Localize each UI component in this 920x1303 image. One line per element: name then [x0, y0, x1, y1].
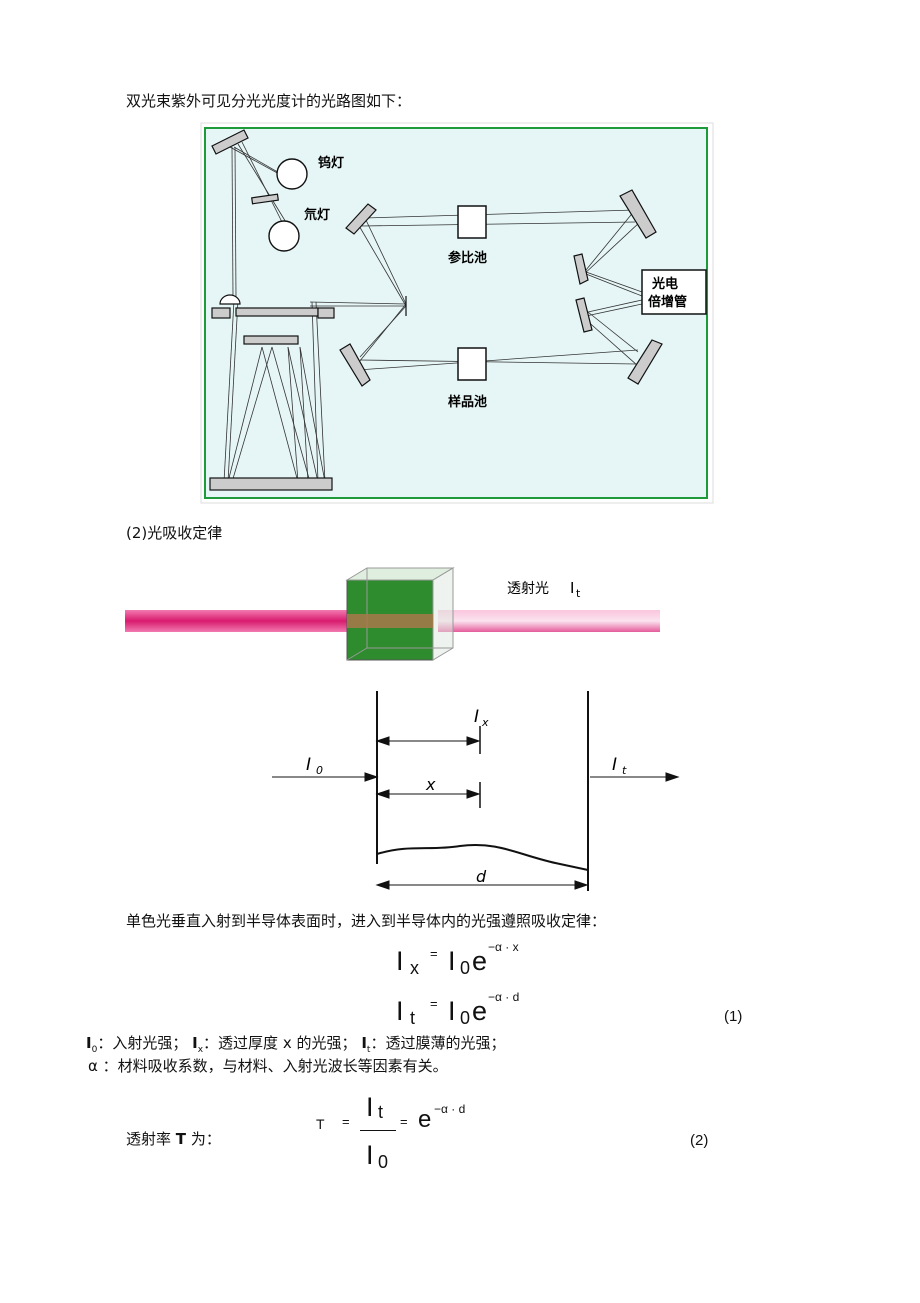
intro-text: 双光束紫外可见分光光度计的光路图如下：: [126, 92, 412, 110]
eq2-e: e: [472, 996, 488, 1026]
ix-label: I: [474, 707, 479, 727]
legend-ix-desc2: 的光强；: [296, 1034, 357, 1052]
legend-i0: I: [86, 1034, 92, 1052]
equation-ix: I x = I 0 e −α · x: [396, 940, 566, 984]
beam-illustration: 透射光 I t: [125, 567, 660, 661]
sample-cell-label: 样品池: [448, 394, 487, 410]
eq1-lhs-sub: x: [410, 958, 419, 978]
reference-cell: [457, 205, 487, 239]
reference-cell-label: 参比池: [448, 250, 487, 266]
it-subscript: t: [576, 587, 581, 600]
eq2-rhs: I: [448, 996, 456, 1026]
eq1-lhs: I: [396, 946, 404, 976]
tf-lhs: T: [316, 1116, 325, 1132]
it-sub: t: [622, 764, 627, 777]
transmittance-formula: T = I t I 0 = e −α · d: [312, 1092, 502, 1172]
tf-equals-2: =: [400, 1114, 408, 1129]
legend-ix-sub: x: [197, 1045, 204, 1055]
legend-ix: I: [192, 1034, 198, 1052]
transmittance-symbol: T: [175, 1130, 187, 1148]
transmittance-end: 为：: [190, 1130, 221, 1148]
eq1-rhs: I: [448, 946, 456, 976]
section-title: (2)光吸收定律: [126, 524, 223, 542]
legend-line-1: I0：入射光强； Ix：透过厚度 x 的光强； It：透过膜薄的光强；: [86, 1034, 505, 1059]
legend-i0-desc: ：入射光强；: [97, 1034, 188, 1052]
eq2-equals: =: [430, 996, 438, 1011]
tf-denominator: I: [366, 1140, 374, 1170]
legend-ix-desc: ：透过厚度: [203, 1034, 279, 1052]
legend-line-2: α ：材料吸收系数，与材料、入射光波长等因素有关。: [88, 1057, 448, 1075]
tf-fraction-bar: [360, 1130, 396, 1131]
incident-beam: [125, 610, 347, 632]
eq2-exponent: −α · d: [488, 990, 520, 1004]
i0-label: I: [306, 755, 311, 775]
absorption-sentence: 单色光垂直入射到半导体表面时，进入到半导体内的光强遵照吸收定律：: [126, 912, 607, 930]
legend-it-sub: t: [366, 1045, 371, 1055]
equation-number-1: (1): [724, 1008, 743, 1025]
it-label: I: [612, 755, 617, 775]
tungsten-lamp-label: 钨灯: [318, 155, 344, 171]
tf-numerator: I: [366, 1092, 374, 1122]
tungsten-lamp: [276, 158, 308, 190]
absorption-diagram: I 0 I x I t x d: [272, 691, 680, 891]
tf-e: e: [418, 1106, 432, 1133]
pmt-label-1: 光电: [651, 276, 678, 292]
film-surface: [376, 844, 589, 871]
deuterium-lamp: [268, 220, 300, 252]
legend-x: x: [282, 1034, 292, 1052]
tf-equals-1: =: [342, 1114, 350, 1129]
optical-path-diagram: 钨灯 氘灯 参比池 样品池 光电 倍增管: [200, 122, 714, 504]
eq2-lhs-sub: t: [410, 1008, 416, 1028]
eq2-rhs-sub: 0: [460, 1008, 471, 1028]
mirrors: [209, 129, 663, 491]
eq1-rhs-sub: 0: [460, 958, 471, 978]
legend-it-desc: ：透过膜薄的光强；: [370, 1034, 506, 1052]
tf-exponent: −α · d: [434, 1102, 466, 1116]
d-label: d: [476, 867, 487, 886]
transmitted-beam: [438, 610, 660, 632]
tf-denominator-sub: 0: [378, 1152, 389, 1172]
legend-i0-sub: 0: [91, 1045, 98, 1055]
pmt-label-2: 倍增管: [648, 294, 687, 310]
eq1-equals: =: [430, 946, 438, 961]
deuterium-lamp-label: 氘灯: [304, 207, 330, 223]
transmitted-label: 透射光: [507, 581, 549, 597]
eq1-exponent: −α · x: [488, 940, 519, 954]
eq2-lhs: I: [396, 996, 404, 1026]
it-symbol: I: [570, 579, 574, 597]
x-label: x: [425, 775, 436, 794]
equation-it: I t = I 0 e −α · d: [396, 990, 566, 1034]
eq1-e: e: [472, 946, 488, 976]
slit-lens: [219, 294, 241, 305]
pmt-box: [641, 269, 707, 315]
tf-numerator-sub: t: [378, 1102, 384, 1122]
legend-it: I: [361, 1034, 367, 1052]
transmittance-text: 透射率: [126, 1130, 172, 1148]
sample-cell: [457, 347, 487, 381]
ix-sub: x: [481, 716, 489, 729]
equation-number-2: (2): [690, 1132, 709, 1149]
transmittance-label: 透射率 T 为：: [126, 1130, 221, 1148]
i0-sub: 0: [316, 764, 323, 777]
